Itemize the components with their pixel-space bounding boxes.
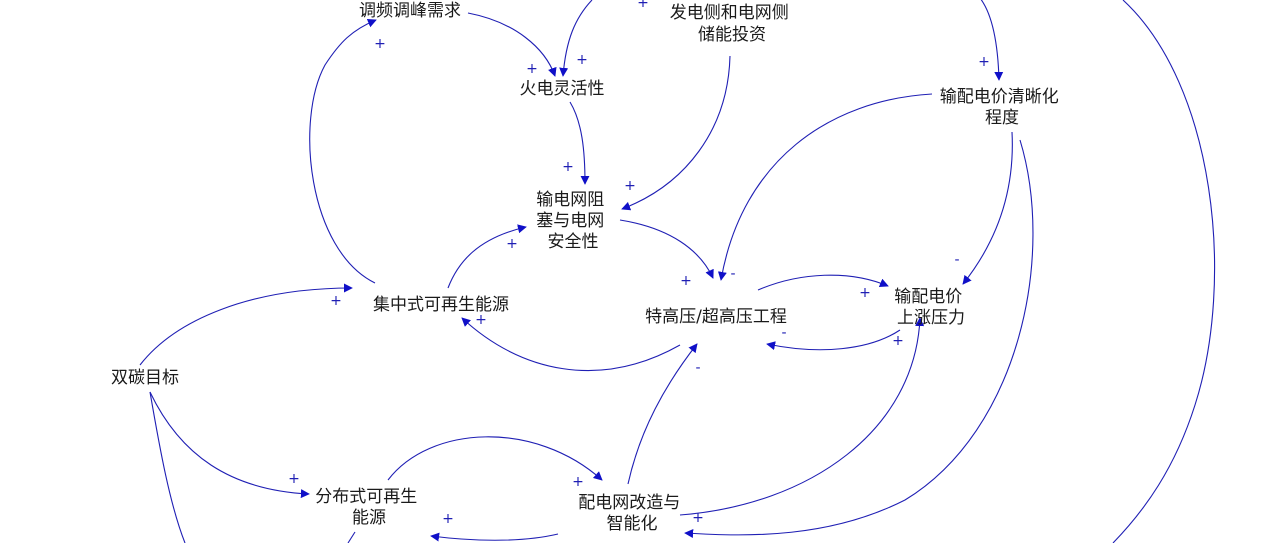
- link-dist-grid-to-uhv: [627, 343, 698, 485]
- node-grid-congestion: 输电网阻 塞与电网 安全性: [536, 190, 609, 252]
- link-bottom-stub: [347, 531, 356, 543]
- link-uhv-to-central: [461, 317, 681, 372]
- node-distribution-grid: 配电网改造与 智能化: [578, 493, 685, 534]
- node-centralized-renewables-line-1: 集中式可再生能源: [373, 295, 509, 315]
- polarity-tariff-clarity-to-dist-grid: +: [692, 510, 704, 526]
- link-peak-to-thermal: [467, 12, 557, 77]
- node-tariff-pressure-line-1: 输配电价: [894, 287, 962, 307]
- node-grid-congestion-line-3: 安全性: [548, 232, 599, 252]
- link-carbon-to-distributed: [149, 391, 310, 499]
- node-centralized-renewables: 集中式可再生能源: [373, 295, 509, 315]
- node-peak-demand-line-1: 调频调峰需求: [359, 1, 461, 21]
- causal-links: [139, 0, 1216, 543]
- link-central-to-peak: [309, 18, 377, 284]
- node-distributed-renewables-line-1: 分布式可再生: [315, 487, 417, 507]
- polarity-central-to-congestion: +: [506, 236, 518, 252]
- link-uhv-to-pressure: [757, 274, 889, 291]
- node-storage-line-2: 储能投资: [698, 25, 766, 45]
- link-carbon-to-central: [139, 283, 353, 366]
- link-tariff-clarity-to-dist-grid: [684, 139, 1034, 538]
- node-tariff-clarity-line-1: 输配电价清晰化: [940, 87, 1059, 107]
- node-peak-demand: 调频调峰需求: [359, 1, 461, 21]
- node-thermal-flexibility-line-1: 火电灵活性: [520, 79, 605, 99]
- polarity-peak-to-thermal: +: [526, 61, 538, 77]
- node-grid-congestion-line-1: 输电网阻: [536, 190, 604, 210]
- polarity-storage-to-congestion: +: [624, 178, 636, 194]
- link-tariff-clarity-to-pressure: [962, 131, 1013, 285]
- link-congestion-to-uhv: [619, 219, 714, 279]
- link-polarities: + + + + + + + + + - - + - + + + + + - + +: [288, 0, 990, 527]
- node-grid-congestion-line-2: 塞与电网: [536, 211, 604, 231]
- polarity-uhv-to-pressure: +: [859, 285, 871, 301]
- node-distribution-grid-line-2: 智能化: [607, 514, 658, 534]
- polarity-central-to-peak: +: [374, 36, 386, 52]
- polarity-tariff-clarity-to-pressure: -: [954, 252, 959, 268]
- node-distributed-renewables-line-2: 能源: [352, 508, 386, 528]
- node-thermal-flexibility: 火电灵活性: [520, 79, 605, 99]
- polarity-top-to-tariff-clarity: +: [978, 54, 990, 70]
- link-thermal-to-congestion: [569, 101, 590, 185]
- link-central-to-congestion: [447, 224, 527, 289]
- node-distributed-renewables: 分布式可再生 能源: [315, 487, 422, 528]
- node-uhv-projects-line-1: 特高压/超高压工程: [645, 307, 787, 327]
- node-tariff-pressure-line-2: 上涨压力: [897, 308, 965, 328]
- node-storage: 发电侧和电网侧 储能投资: [670, 3, 794, 45]
- link-tariff-clarity-to-uhv: [717, 93, 933, 281]
- link-distributed-to-dist-grid: [387, 436, 603, 481]
- polarity-dist-grid-to-distributed: +: [442, 511, 454, 527]
- polarity-thermal-to-congestion: +: [562, 159, 574, 175]
- node-carbon-goal-line-1: 双碳目标: [111, 368, 179, 388]
- link-outer-left-arc: [149, 391, 186, 543]
- polarity-distributed-to-dist-grid: +: [572, 474, 584, 490]
- node-uhv-projects: 特高压/超高压工程: [645, 307, 787, 327]
- node-tariff-clarity-line-2: 程度: [985, 108, 1019, 128]
- node-carbon-goal: 双碳目标: [111, 368, 179, 388]
- link-dist-grid-to-pressure: [679, 317, 925, 516]
- polarity-pressure-to-uhv: -: [781, 325, 786, 341]
- polarity-dist-grid-to-pressure: +: [892, 333, 904, 349]
- node-tariff-clarity: 输配电价清晰化 程度: [940, 87, 1064, 128]
- polarity-top-to-thermal: +: [576, 52, 588, 68]
- link-top-to-tariff-clarity: [980, 0, 1004, 81]
- polarity-congestion-to-uhv: +: [680, 273, 692, 289]
- node-storage-line-1: 发电侧和电网侧: [670, 3, 789, 23]
- link-outer-right-arc: [1112, 0, 1216, 543]
- link-pressure-to-uhv: [766, 329, 901, 351]
- node-distribution-grid-line-1: 配电网改造与: [578, 493, 680, 513]
- polarity-dist-grid-to-uhv: -: [695, 360, 700, 376]
- link-dist-grid-to-distributed: [430, 532, 559, 542]
- link-top-to-thermal: [559, 0, 593, 77]
- polarity-carbon-to-distributed: +: [288, 471, 300, 487]
- polarity-tariff-clarity-to-uhv: -: [730, 266, 735, 282]
- node-tariff-pressure: 输配电价 上涨压力: [894, 287, 967, 328]
- polarity-uhv-to-central: +: [475, 312, 487, 328]
- polarity-top-to-storage: +: [637, 0, 649, 11]
- polarity-carbon-to-central: +: [330, 293, 342, 309]
- link-storage-to-congestion: [621, 55, 731, 211]
